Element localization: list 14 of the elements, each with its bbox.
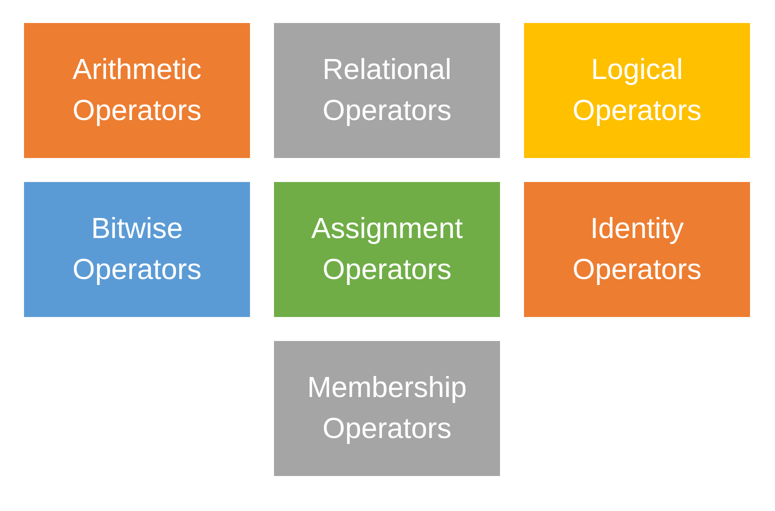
category-label: Logical Operators (572, 52, 702, 128)
category-box (524, 23, 750, 158)
category-box (274, 341, 500, 476)
category-label: Relational Operators (322, 52, 452, 128)
category-label: Identity Operators (572, 212, 702, 288)
category-label: Membership Operators (306, 370, 468, 446)
category-box (24, 182, 250, 317)
category-box (274, 182, 500, 317)
category-box (274, 23, 500, 158)
category-box (24, 23, 250, 158)
category-label: Assignment Operators (310, 212, 464, 288)
category-label: Arithmetic Operators (72, 52, 202, 128)
category-box (524, 182, 750, 317)
category-label: Bitwise Operators (72, 212, 202, 288)
